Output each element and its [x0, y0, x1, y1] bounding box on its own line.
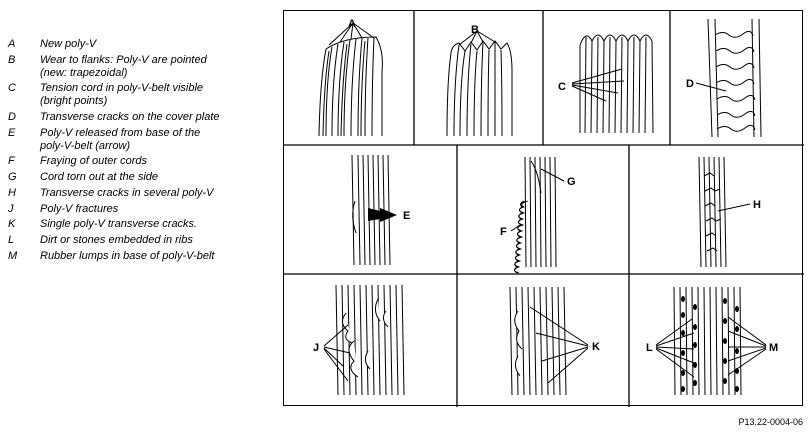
legend-item: K Single poly-V transverse cracks. [8, 218, 278, 231]
panel-lm-dirt [681, 296, 739, 392]
panel-lm-leaders [655, 316, 767, 378]
legend-text: Poly-V fractures [40, 202, 119, 215]
panel-f-fray [514, 200, 529, 274]
panel-e-arrow [368, 208, 397, 222]
label-k: K [592, 341, 600, 353]
legend-text: Tension cord in poly-V-belt visible (bri… [40, 82, 204, 108]
legend-key: L [8, 233, 15, 246]
panel-a [318, 22, 383, 137]
legend-text: Transverse cracks on the cover plate [40, 111, 220, 124]
label-l: L [646, 342, 653, 354]
legend-item: L Dirt or stones embedded in ribs [8, 234, 278, 247]
panel-d [695, 18, 762, 138]
legend: A New poly-V B Wear to flanks: Poly-V are p… [8, 38, 278, 265]
label-b: B [471, 24, 479, 36]
legend-key: C [8, 82, 16, 95]
legend-item: J Poly-V fractures [8, 203, 278, 216]
panel-b [446, 30, 513, 137]
legend-key: M [8, 249, 18, 262]
belt-wear-figure: A B C D E [283, 10, 804, 407]
panel-lm [673, 286, 742, 396]
panel-j [323, 284, 405, 396]
panel-h [698, 156, 751, 268]
legend-item: A New poly-V [8, 38, 278, 51]
legend-text: Poly-V released from base of the poly-V-… [40, 126, 201, 152]
legend-text: Fraying of outer cords [40, 155, 147, 168]
legend-key: B [8, 53, 16, 66]
legend-key: D [8, 111, 16, 124]
legend-item: H Transverse cracks in several poly-V [8, 187, 278, 200]
legend-key: A [8, 38, 16, 50]
legend-item: C Tension cord in poly-V-belt visible (br… [8, 82, 278, 108]
panel-k [509, 286, 589, 396]
legend-text: New poly-V [40, 38, 97, 50]
legend-key: K [8, 218, 16, 231]
legend-item: B Wear to flanks: Poly-V are pointed (new… [8, 54, 278, 80]
legend-text: Dirt or stones embedded in ribs [40, 233, 193, 246]
label-c: C [558, 81, 566, 93]
legend-item: E Poly-V released from base of the poly-V… [8, 127, 278, 153]
label-g: G [567, 176, 576, 188]
legend-key: F [8, 155, 15, 168]
label-a: A [348, 18, 356, 30]
legend-text: Rubber lumps in base of poly-V-belt [40, 249, 215, 262]
label-f: F [500, 226, 507, 238]
label-h: H [753, 199, 761, 211]
label-e: E [403, 210, 410, 222]
legend-item: D Transverse cracks on the cover plate [8, 111, 278, 124]
label-m: M [769, 342, 778, 354]
label-j: J [313, 342, 319, 354]
legend-text: Transverse cracks in several poly-V [40, 186, 214, 199]
legend-key: G [8, 171, 17, 184]
panel-c [571, 34, 654, 134]
legend-key: J [8, 202, 14, 215]
legend-item: F Fraying of outer cords [8, 155, 278, 168]
label-d: D [686, 78, 694, 90]
legend-item: M Rubber lumps in base of poly-V-belt [8, 250, 278, 263]
figure-reference: P13.22-0004-06 [738, 417, 803, 427]
panel-fg [510, 156, 565, 268]
legend-text: Cord torn out at the side [40, 171, 159, 184]
legend-key: E [8, 126, 16, 139]
legend-key: H [8, 186, 16, 199]
legend-text: Single poly-V transverse cracks. [40, 218, 198, 231]
figure-drawing: A B C D E [284, 11, 804, 407]
legend-text: Wear to flanks: Poly-V are pointed (new:… [40, 53, 207, 79]
legend-item: G Cord torn out at the side [8, 171, 278, 184]
panel-grid [284, 11, 804, 407]
